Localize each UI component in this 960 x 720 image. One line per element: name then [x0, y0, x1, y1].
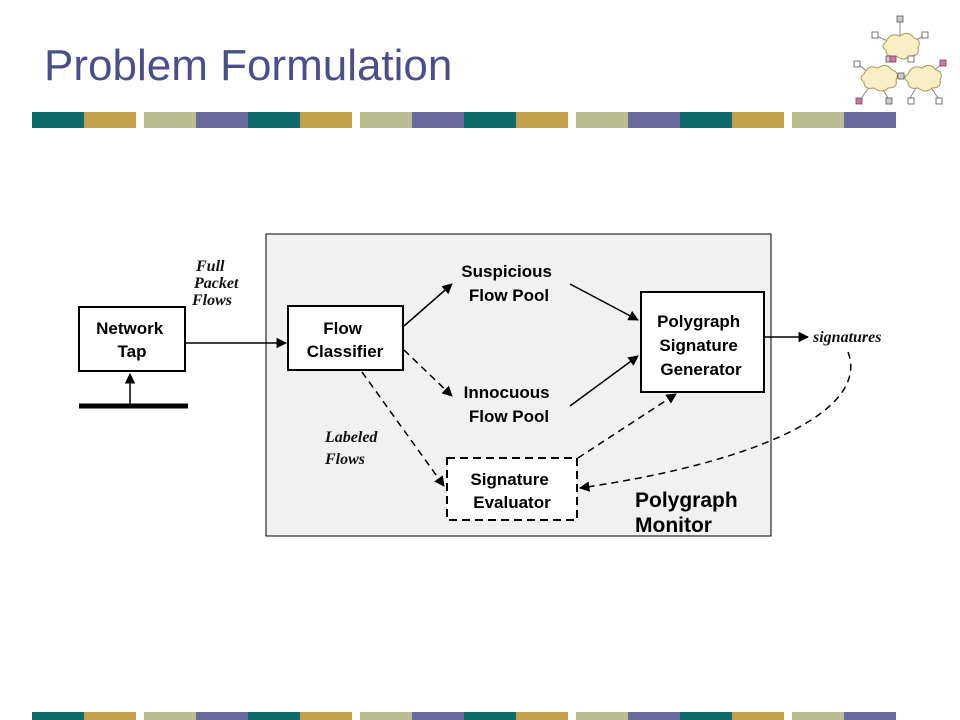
- stripe-segment: [360, 712, 412, 720]
- stripe-segment: [412, 712, 464, 720]
- arrow-suspicious-to-generator: [569, 283, 639, 321]
- network-logo-icon: [853, 15, 947, 105]
- labeled-flows-label: Labeled Flows: [324, 429, 381, 468]
- arrow-innocuous-to-generator: [569, 355, 639, 407]
- stripe-segment: [732, 112, 784, 128]
- stripe-segment: [844, 712, 896, 720]
- stripe-segment: [32, 712, 84, 720]
- stripe-segment: [792, 712, 844, 720]
- polygraph-monitor-label: Polygraph Monitor: [635, 489, 744, 537]
- stripe-segment: [576, 712, 628, 720]
- stripe-segment: [144, 112, 196, 128]
- full-packet-flows-label: Full Packet Flows: [191, 258, 242, 309]
- stripe-segment: [360, 112, 412, 128]
- stripe-segment: [412, 112, 464, 128]
- decorative-stripe-bottom: [32, 712, 920, 720]
- innocuous-flow-pool-label: Innocuous Flow Pool: [464, 383, 555, 426]
- flow-classifier-label: Flow Classifier: [307, 319, 384, 361]
- signature-evaluator-label: Signature Evaluator: [470, 470, 553, 512]
- stripe-segment: [680, 712, 732, 720]
- slide-title: Problem Formulation: [44, 41, 453, 90]
- stripe-segment: [516, 112, 568, 128]
- stripe-segment: [84, 712, 136, 720]
- stripe-segment: [628, 712, 680, 720]
- stripe-segment: [196, 112, 248, 128]
- stripe-segment: [628, 112, 680, 128]
- signature-evaluator-box: [446, 457, 578, 521]
- stripe-segment: [248, 712, 300, 720]
- stripe-segment: [516, 712, 568, 720]
- stripe-segment: [248, 112, 300, 128]
- stripe-segment: [196, 712, 248, 720]
- arrow-signatures-to-evaluator: [578, 351, 852, 492]
- stripe-segment: [464, 712, 516, 720]
- signature-generator-box: [640, 291, 765, 393]
- stripe-segment: [300, 712, 352, 720]
- stripe-segment: [144, 712, 196, 720]
- network-tap-label: Network Tap: [96, 319, 168, 361]
- stripe-segment: [576, 112, 628, 128]
- stripe-segment: [300, 112, 352, 128]
- stripe-segment: [680, 112, 732, 128]
- network-tap-box: [78, 306, 186, 372]
- stripe-segment: [464, 112, 516, 128]
- decorative-stripe-top: [32, 112, 920, 128]
- suspicious-flow-pool-label: Suspicious Flow Pool: [461, 262, 556, 305]
- stripe-segment: [792, 112, 844, 128]
- stripe-segment: [844, 112, 896, 128]
- stripe-segment: [84, 112, 136, 128]
- arrow-evaluator-to-generator: [577, 393, 677, 459]
- stripe-segment: [732, 712, 784, 720]
- stripe-segment: [32, 112, 84, 128]
- flow-classifier-box: [287, 305, 404, 371]
- arrow-classifier-to-suspicious: [403, 283, 453, 327]
- signatures-label: signatures: [812, 329, 881, 346]
- signature-generator-label: Polygraph Signature Generator: [657, 312, 745, 379]
